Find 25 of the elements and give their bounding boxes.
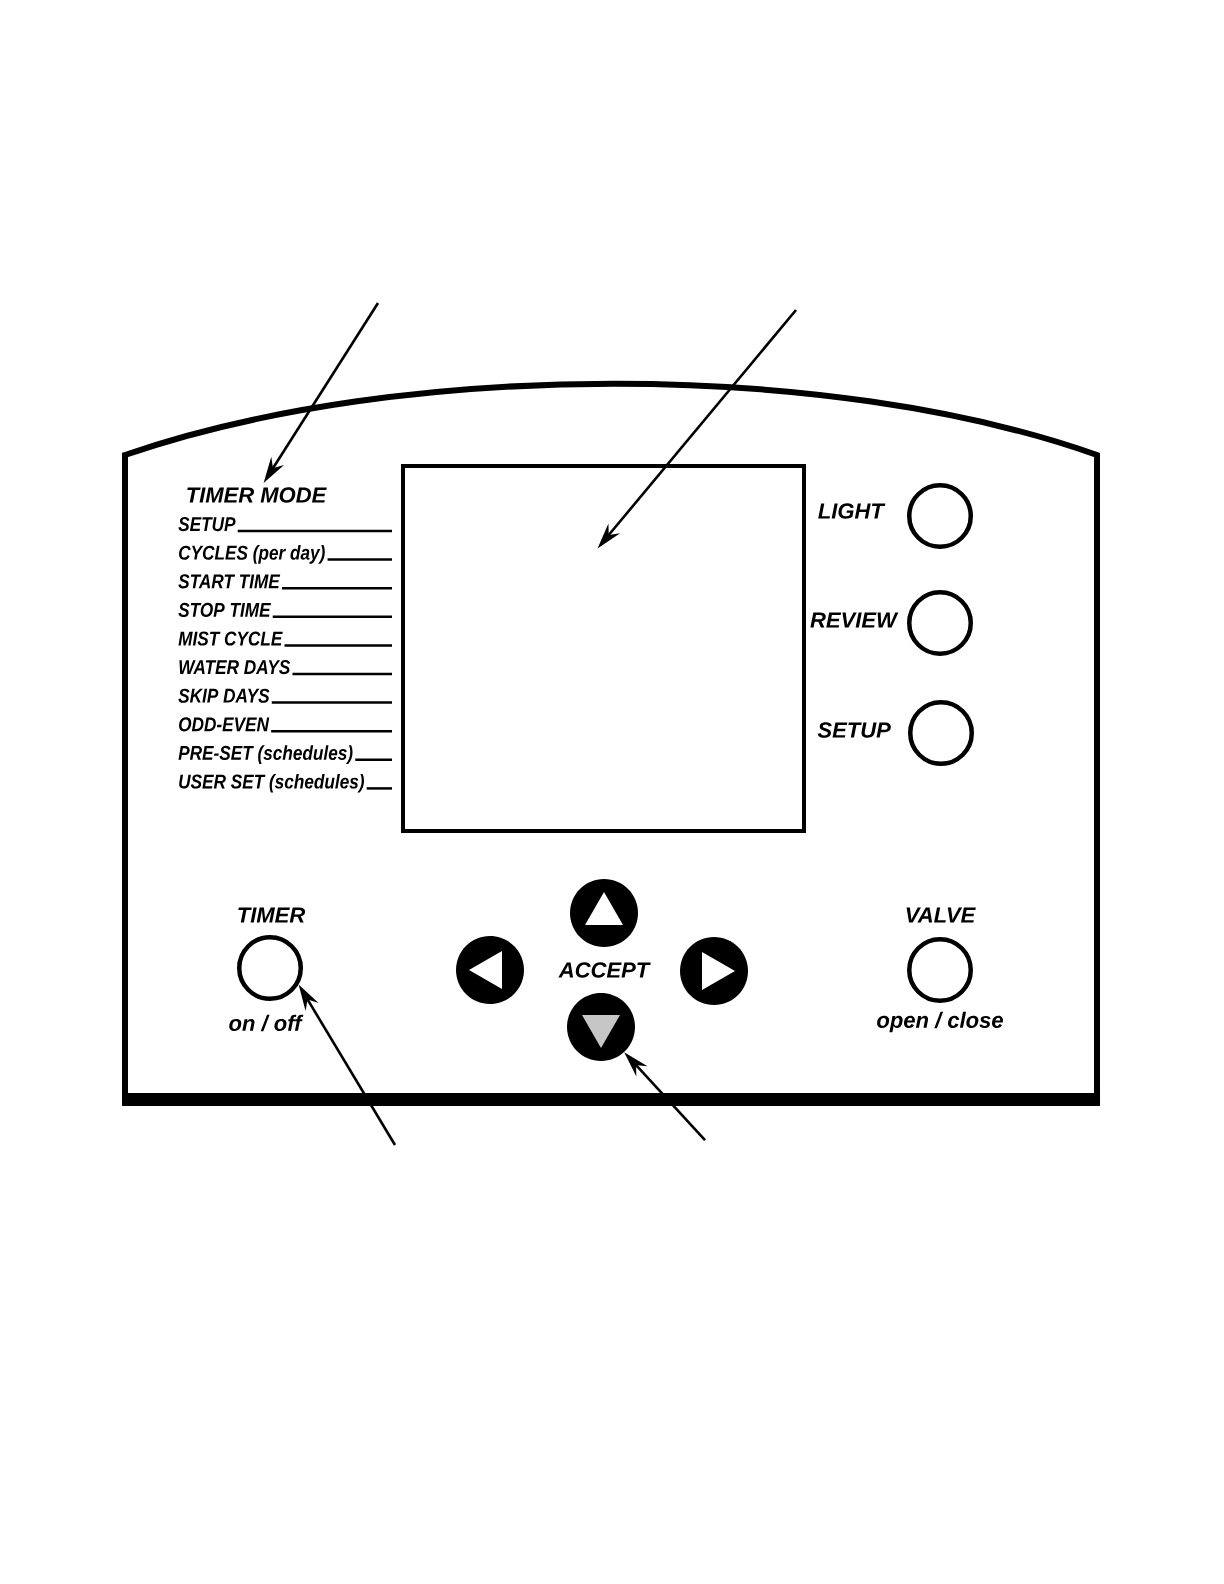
list-item: PRE-SET (schedules) xyxy=(178,745,353,764)
button-label: TIMER xyxy=(238,907,306,923)
button-label: SETUP xyxy=(817,722,891,738)
arrow-button xyxy=(570,879,638,947)
list-item: CYCLES (per day) xyxy=(179,545,325,564)
arrow-button xyxy=(567,993,635,1061)
arrow-button xyxy=(456,936,524,1004)
button-label: VALVE xyxy=(906,907,976,923)
list-item: SETUP xyxy=(178,517,236,532)
button-label: LIGHT xyxy=(818,503,886,519)
list-item: ODD-EVEN xyxy=(179,717,270,732)
list-item: STOP TIME xyxy=(178,602,271,617)
button-label: REVIEW xyxy=(810,612,899,628)
heading: TIMER MODE xyxy=(187,487,327,503)
button-label: on / off xyxy=(229,1014,304,1032)
control-panel xyxy=(122,380,1100,1106)
display-screen xyxy=(401,464,806,833)
arrow-button xyxy=(680,937,748,1005)
button-label: open / close xyxy=(877,1011,1003,1033)
list-item: MIST CYCLE xyxy=(178,631,283,646)
list-item: START TIME xyxy=(178,574,281,589)
list-item: USER SET (schedules) xyxy=(179,773,365,793)
list-item: SKIP DAYS xyxy=(178,688,270,703)
button-label: ACCEPT xyxy=(558,962,651,978)
list-item: WATER DAYS xyxy=(179,660,291,675)
